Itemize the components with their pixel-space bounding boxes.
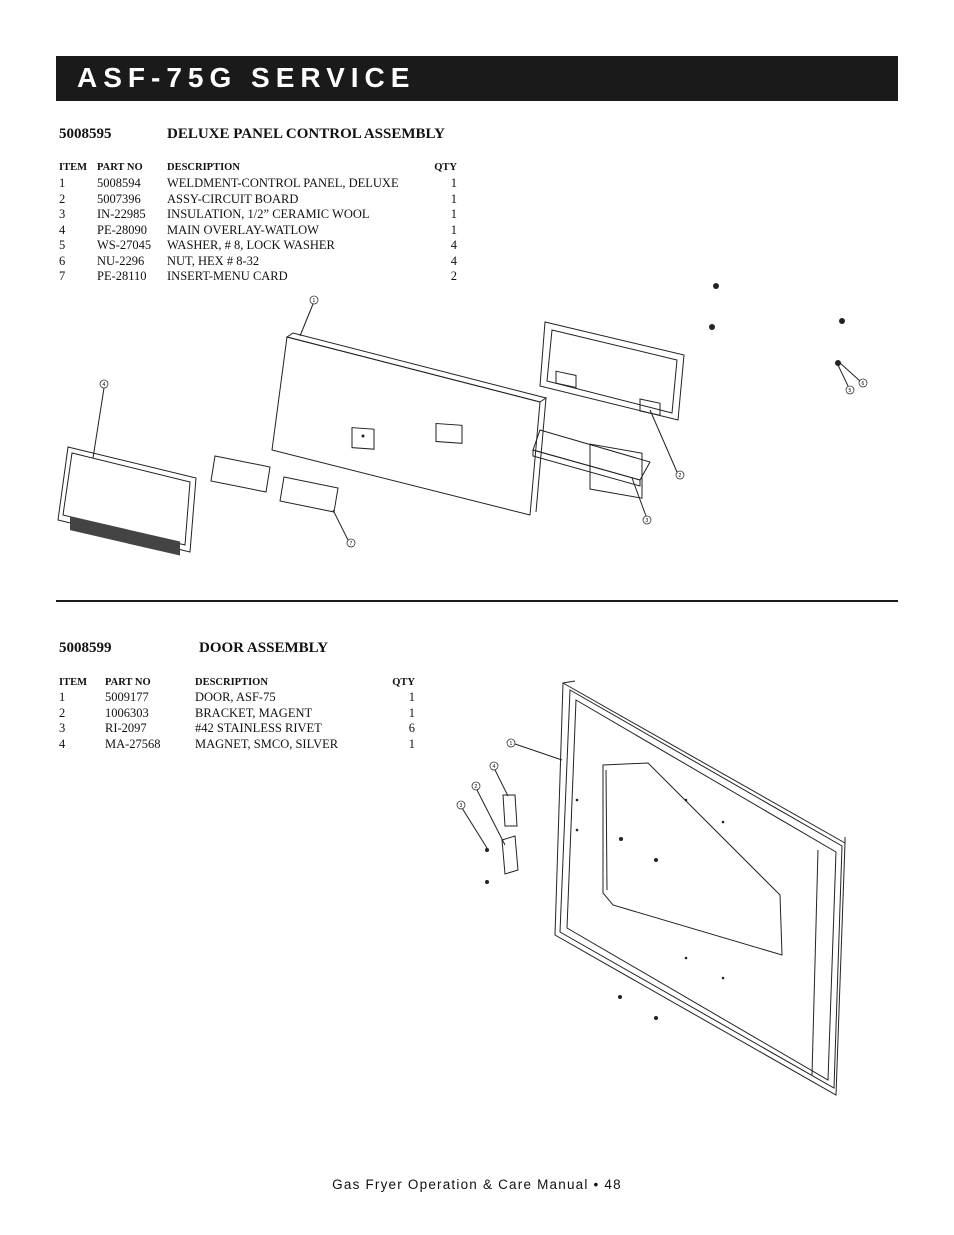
svg-text:5: 5 (849, 388, 852, 394)
door-assembly-diagram: 1 4 2 3 (456, 680, 846, 1096)
col-item: ITEM (59, 162, 88, 173)
nut (839, 318, 845, 324)
svg-text:4: 4 (103, 382, 106, 388)
assembly-name: DELUXE PANEL CONTROL ASSEMBLY (167, 126, 445, 142)
assembly-heading: 5008599 DOOR ASSEMBLY (59, 640, 328, 657)
rivet (485, 848, 489, 852)
page-title: ASF-75G SERVICE (77, 62, 416, 93)
col-part-no: PART NO (105, 677, 151, 688)
section-divider (56, 600, 898, 602)
rivet (485, 880, 489, 884)
col-qty: QTY (392, 677, 415, 688)
callout-7: 7 (346, 538, 356, 548)
col-item: ITEM (59, 677, 88, 688)
callout-3: 3 (456, 800, 466, 810)
nut (713, 283, 719, 289)
assembly-part-no: 5008599 (59, 640, 112, 656)
callout-4: 4 (99, 379, 109, 389)
svg-text:3: 3 (646, 518, 649, 524)
magnet (502, 794, 518, 827)
assembly-name: DOOR ASSEMBLY (199, 640, 329, 656)
nut (709, 324, 715, 330)
callout-5: 5 (845, 385, 855, 395)
callout-3: 3 (642, 515, 652, 525)
svg-text:6: 6 (862, 381, 865, 387)
page-footer: Gas Fryer Operation & Care Manual • 48 (332, 1177, 622, 1192)
assembly-part-no: 5008595 (59, 126, 112, 142)
col-description: DESCRIPTION (195, 677, 268, 688)
door (554, 680, 846, 1096)
col-description: DESCRIPTION (167, 162, 240, 173)
circuit-board-assembly (539, 321, 685, 499)
insulation-block (532, 429, 651, 487)
page-header: ASF-75G SERVICE (56, 56, 898, 101)
svg-text:2: 2 (679, 473, 682, 479)
rivet-holes (575, 798, 725, 1020)
callout-1: 1 (506, 738, 516, 748)
callout-6: 6 (858, 378, 868, 388)
main-overlay (57, 446, 197, 556)
svg-text:2: 2 (475, 784, 478, 790)
control-panel-exploded-diagram: 1 4 7 2 3 5 6 (57, 283, 868, 556)
washer (835, 360, 841, 366)
svg-text:3: 3 (460, 803, 463, 809)
menu-card-insert (210, 455, 271, 493)
callout-1: 1 (309, 295, 319, 305)
svg-text:7: 7 (350, 541, 353, 547)
magnet-bracket (501, 835, 519, 875)
assembly-heading: 5008595 DELUXE PANEL CONTROL ASSEMBLY (59, 126, 445, 143)
callout-2: 2 (675, 470, 685, 480)
weldment-panel (271, 332, 548, 516)
svg-text:1: 1 (313, 298, 316, 304)
col-part-no: PART NO (97, 162, 143, 173)
callout-2: 2 (471, 781, 481, 791)
callout-4: 4 (489, 761, 499, 771)
col-qty: QTY (434, 162, 457, 173)
svg-text:4: 4 (493, 764, 496, 770)
svg-text:1: 1 (510, 741, 513, 747)
